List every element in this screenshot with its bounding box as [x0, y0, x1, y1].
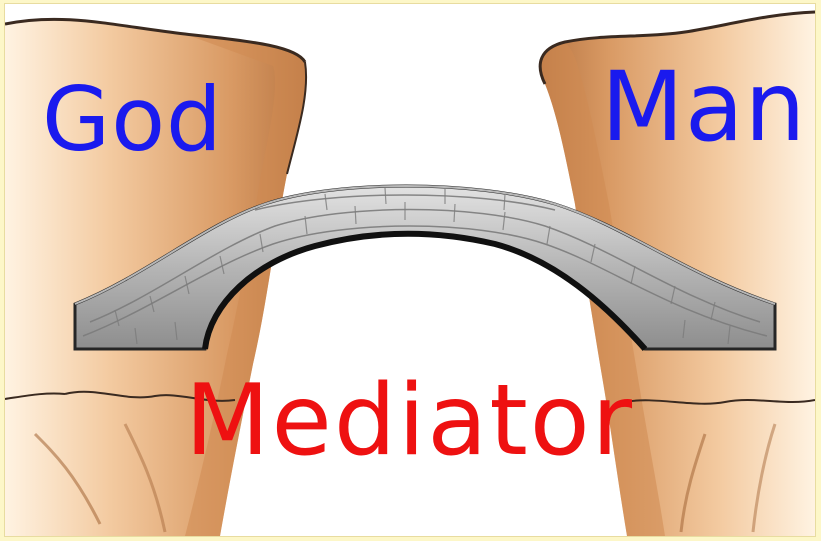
- god-label: God: [42, 76, 223, 164]
- man-label: Man: [601, 59, 807, 155]
- mediator-label: Mediator: [185, 372, 634, 470]
- illustration-frame: God Man Mediator: [5, 4, 815, 536]
